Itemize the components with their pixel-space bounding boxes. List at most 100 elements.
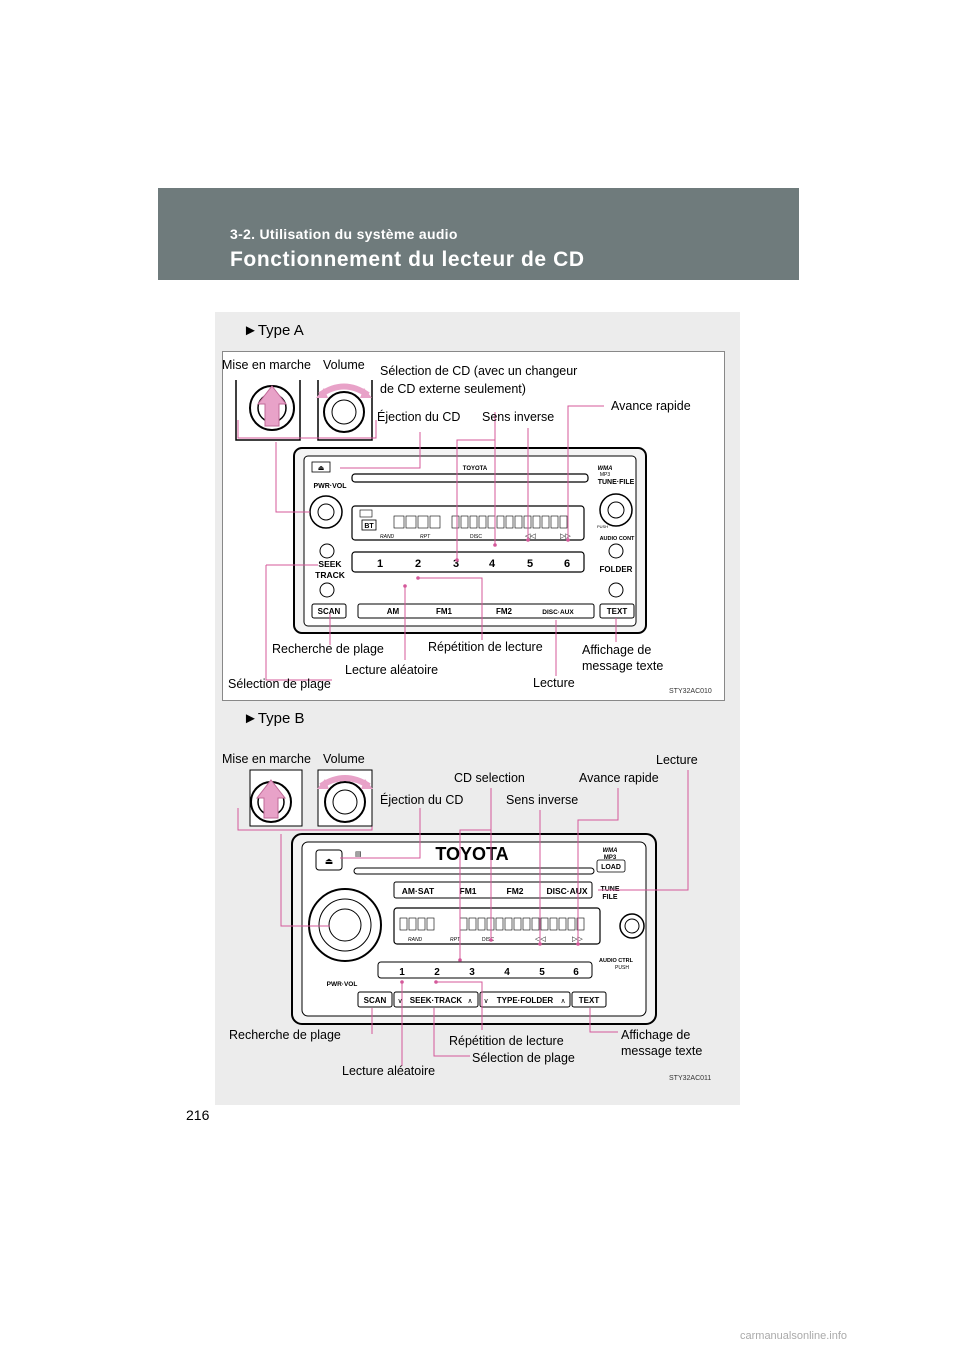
svg-text:AM·SAT: AM·SAT (402, 886, 435, 896)
type-b-label-cd-selection: CD selection (454, 771, 525, 785)
type-b-preset-3: 3 (469, 967, 475, 978)
type-a-scan-label: SCAN (318, 607, 341, 616)
type-b-label-fast-forward: Avance rapide (579, 771, 659, 785)
svg-text:AM: AM (387, 607, 400, 616)
type-a-preset-1: 1 (377, 558, 383, 570)
svg-text:DISC·AUX: DISC·AUX (546, 886, 587, 896)
type-b-label-repeat: Répétition de lecture (449, 1034, 564, 1048)
svg-text:WMA: WMA (603, 848, 618, 854)
svg-text:TRACK: TRACK (315, 570, 346, 580)
svg-text:RPT: RPT (420, 534, 431, 540)
svg-text:PUSH: PUSH (615, 965, 629, 971)
type-b-seek-track-label: SEEK·TRACK (410, 996, 463, 1005)
type-b-label-text-display-1: Affichage de (621, 1028, 691, 1042)
type-a-label-text-display-1: Affichage de (582, 643, 652, 657)
svg-text:∨: ∨ (483, 998, 488, 1005)
type-b-power-inset (237, 769, 373, 831)
type-a-label-track-select: Sélection de plage (228, 677, 331, 691)
svg-text:▷▷: ▷▷ (560, 533, 571, 540)
svg-text:◁◁: ◁◁ (535, 936, 546, 943)
type-b-leaders (280, 770, 689, 1066)
section-subtitle: 3-2. Utilisation du système audio (230, 226, 458, 242)
svg-text:◁◁: ◁◁ (525, 533, 536, 540)
svg-text:DISC·AUX: DISC·AUX (542, 609, 574, 616)
type-b-preset-1: 1 (399, 967, 405, 978)
type-b-load-label: LOAD (601, 864, 621, 871)
page-title: Fonctionnement du lecteur de CD (230, 248, 585, 271)
type-b-preset-4: 4 (504, 967, 510, 978)
type-a-preset-4: 4 (489, 558, 496, 570)
page-number: 216 (186, 1107, 210, 1123)
svg-text:RAND: RAND (408, 937, 423, 943)
type-a-head-unit: ⏏ TOYOTA WMA MP3 PWR·VOL TUNE·FILE PUSH … (293, 447, 647, 634)
type-a-label-eject: Éjection du CD (377, 410, 461, 424)
type-b-preset-6: 6 (573, 967, 579, 978)
svg-text:DISC: DISC (470, 534, 482, 540)
svg-text:FILE: FILE (602, 894, 617, 901)
type-a-folder-label: FOLDER (600, 565, 633, 574)
type-a-preset-2: 2 (415, 558, 421, 570)
svg-text:▤: ▤ (355, 851, 362, 858)
svg-text:⏏: ⏏ (318, 465, 325, 472)
type-a-seek-label: SEEK (318, 559, 342, 569)
type-a-label-power: Mise en marche (222, 358, 311, 372)
type-b-pwr-vol-label: PWR·VOL (327, 981, 358, 988)
type-b-label-track-select: Sélection de plage (472, 1051, 575, 1065)
type-a-label-repeat: Répétition de lecture (428, 640, 543, 654)
type-a-figure-code: STY32AC010 (669, 688, 712, 695)
svg-text:FM1: FM1 (436, 607, 453, 616)
svg-text:∨: ∨ (397, 998, 402, 1005)
svg-text:∧: ∧ (467, 998, 472, 1005)
type-a-label-fast-forward: Avance rapide (611, 399, 691, 413)
type-b-label-text-display-2: message texte (621, 1044, 703, 1058)
svg-text:⏏: ⏏ (325, 856, 334, 866)
svg-text:RAND: RAND (380, 534, 395, 540)
svg-text:AUDIO CTRL: AUDIO CTRL (599, 958, 634, 964)
type-b-label-power: Mise en marche (222, 752, 311, 766)
svg-text:FM2: FM2 (496, 607, 513, 616)
type-a-volume-inset (316, 380, 373, 441)
type-b-figure-code: STY32AC011 (669, 1075, 712, 1082)
type-b-text-label: TEXT (579, 996, 600, 1005)
type-b-preset-2: 2 (434, 967, 440, 978)
type-b-heading: ►Type B (243, 710, 305, 727)
svg-text:FM1: FM1 (460, 886, 477, 896)
footer-watermark: carmanualsonline.info (740, 1330, 848, 1342)
type-b-preset-5: 5 (539, 967, 545, 978)
type-a-preset-6: 6 (564, 558, 570, 570)
svg-text:WMA: WMA (598, 466, 613, 472)
type-b-label-reverse: Sens inverse (506, 793, 579, 807)
type-b-head-unit: ⏏ ▤ TOYOTA WMA MP3 LOAD AM·SAT FM1 FM2 D… (291, 833, 657, 1025)
svg-text:∧: ∧ (560, 998, 565, 1005)
section-header: 3-2. Utilisation du système audio Foncti… (158, 188, 799, 280)
type-a-label-reverse: Sens inverse (482, 410, 555, 424)
svg-text:MP3: MP3 (604, 855, 617, 861)
type-a-pwr-vol-label: PWR·VOL (313, 483, 347, 490)
svg-text:DISC: DISC (482, 937, 494, 943)
svg-text:AUDIO CONT: AUDIO CONT (600, 536, 635, 542)
type-a-label-track-search: Recherche de plage (272, 642, 384, 656)
type-b-label-play: Lecture (656, 753, 698, 767)
type-a-label-random: Lecture aléatoire (345, 663, 439, 677)
type-a-tune-file-label: TUNE·FILE (598, 479, 635, 486)
svg-text:MP3: MP3 (600, 472, 611, 478)
svg-text:FM2: FM2 (507, 886, 524, 896)
type-a-brand: TOYOTA (463, 466, 488, 472)
type-b-scan-label: SCAN (364, 996, 387, 1005)
type-a-label-cd-select-1: Sélection de CD (avec un changeur (380, 364, 578, 378)
type-a-heading: ►Type A (243, 322, 304, 339)
type-b-type-folder-label: TYPE·FOLDER (497, 996, 554, 1005)
type-a-text-label: TEXT (607, 607, 628, 616)
type-a-preset-3: 3 (453, 558, 459, 570)
type-b-label-volume: Volume (323, 752, 365, 766)
type-a-label-volume: Volume (323, 358, 365, 372)
type-a-power-inset (235, 380, 301, 441)
svg-text:BT: BT (364, 523, 374, 530)
type-a-label-play: Lecture (533, 676, 575, 690)
type-a-leaders (237, 405, 617, 681)
type-a-label-text-display-2: message texte (582, 659, 664, 673)
svg-text:RPT: RPT (450, 937, 461, 943)
type-b-label-random: Lecture aléatoire (342, 1064, 436, 1078)
type-a-label-cd-select-2: de CD externe seulement) (380, 382, 526, 396)
